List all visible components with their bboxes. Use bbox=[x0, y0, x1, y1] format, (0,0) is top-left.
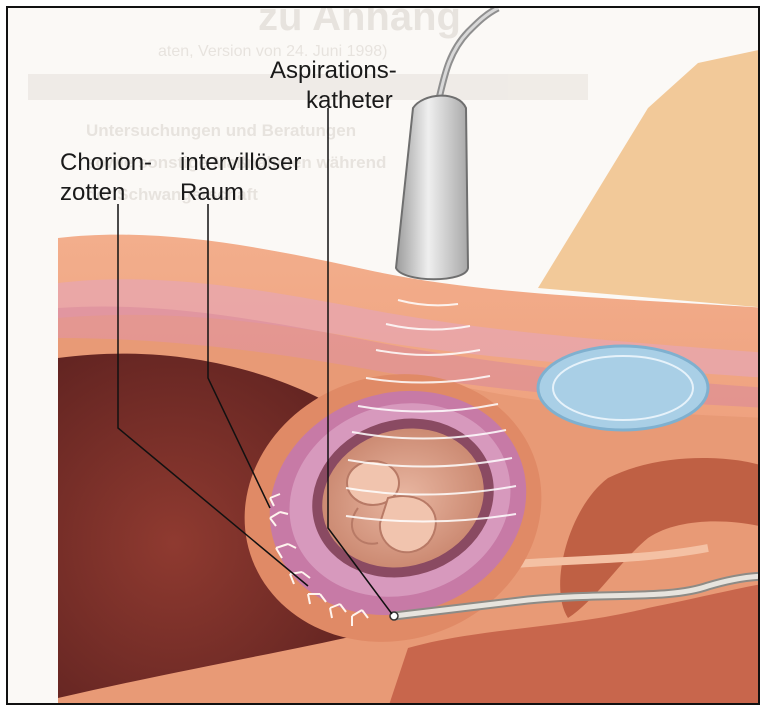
label-intervilloeser-raum-line-1: intervillöser bbox=[180, 148, 301, 178]
label-aspirationskatheter: Aspirations- katheter bbox=[270, 56, 397, 116]
background-line-1: Untersuchungen und Beratungen bbox=[86, 121, 356, 140]
ultrasound-probe bbox=[396, 96, 468, 280]
label-aspirationskatheter-line-1: Aspirations- bbox=[270, 56, 397, 86]
label-chorionzotten-line-1: Chorion- bbox=[60, 148, 152, 178]
background-title: zu Anhang bbox=[258, 8, 461, 39]
label-chorionzotten-line-2: zotten bbox=[60, 178, 152, 208]
label-intervilloeser-raum: intervillöser Raum bbox=[180, 148, 301, 208]
label-intervilloeser-raum-line-2: Raum bbox=[180, 178, 301, 208]
illustration-frame: zu Anhang aten, Version von 24. Juni 199… bbox=[6, 6, 760, 705]
label-aspirationskatheter-line-2: katheter bbox=[270, 86, 397, 116]
label-chorionzotten: Chorion- zotten bbox=[60, 148, 152, 208]
bladder bbox=[538, 346, 708, 430]
